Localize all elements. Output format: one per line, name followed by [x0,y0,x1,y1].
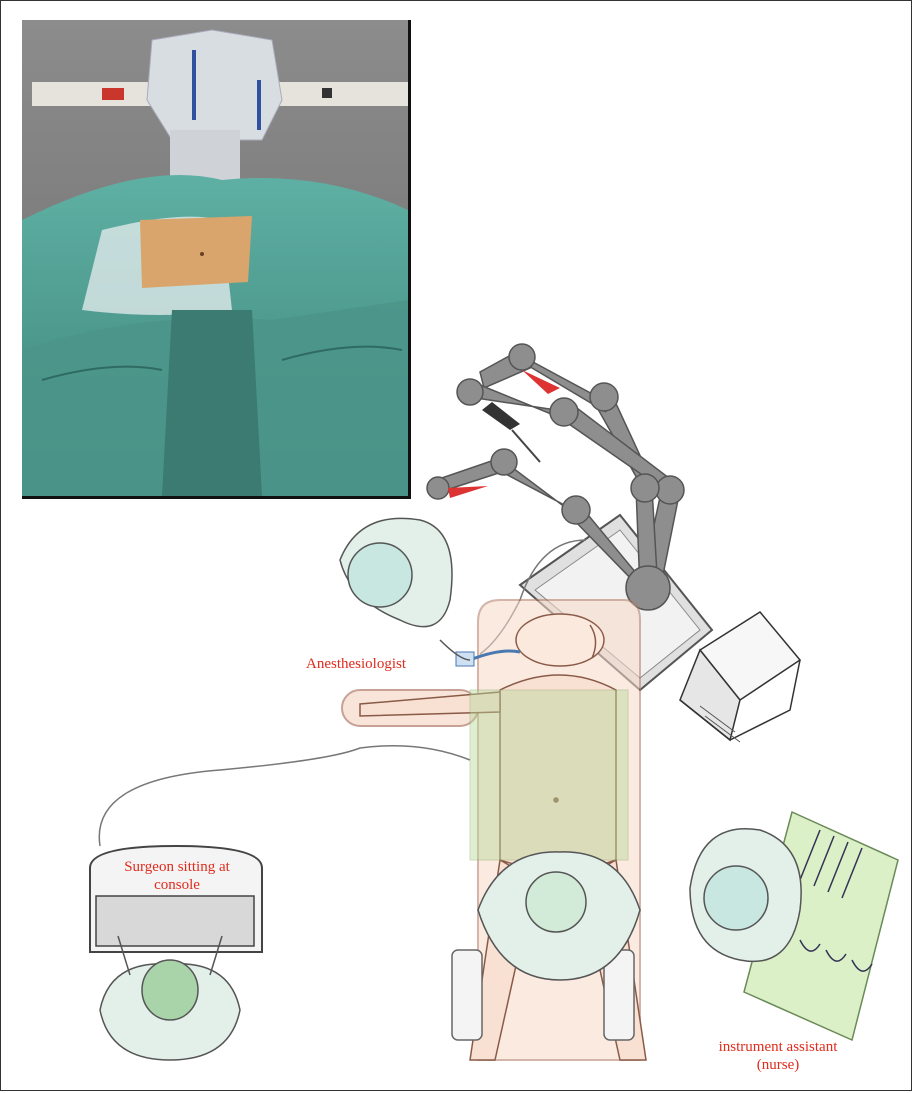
assistant-label-line2: (nurse) [698,1056,858,1074]
nurse-figure [690,829,801,962]
assistant-label: instrument assistant (nurse) [698,1038,858,1074]
surgeon-figure [100,936,240,1060]
surgeon-label-line1: Surgeon sitting at [102,858,252,876]
surgeon-label: Surgeon sitting at console [102,858,252,894]
anesthesiologist-figure [340,518,470,660]
anesthesiologist-label: Anesthesiologist [306,655,406,673]
surgeon-label-line2: console [102,876,252,894]
assistant-label-line1: instrument assistant [698,1038,858,1056]
